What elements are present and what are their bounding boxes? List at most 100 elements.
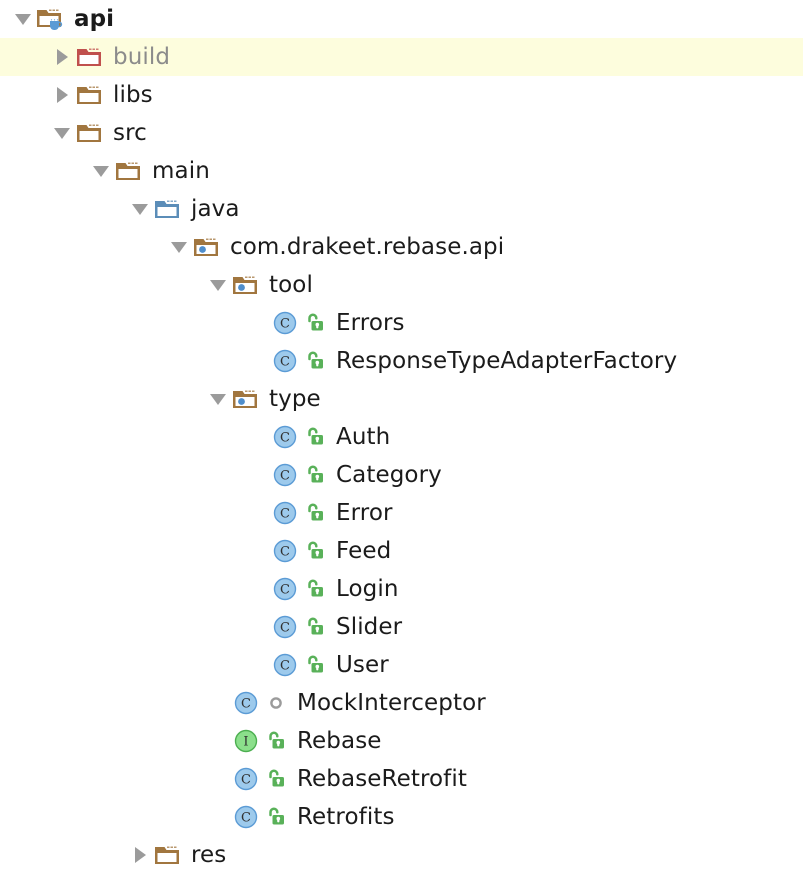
unlock-public-icon — [302, 310, 328, 336]
unlock-public-icon — [302, 500, 328, 526]
package-folder-icon — [231, 270, 261, 300]
folder-source-root-icon — [153, 194, 183, 224]
expand-triangle-icon[interactable] — [49, 38, 75, 76]
tree-row-label: Slider — [336, 613, 403, 640]
svg-text:C: C — [241, 811, 251, 826]
svg-text:C: C — [241, 773, 251, 788]
svg-text:C: C — [280, 317, 290, 332]
tree-row-rtaf[interactable]: C ResponseTypeAdapterFactory — [0, 342, 803, 380]
indent-spacer — [0, 665, 244, 666]
java-class-icon: C — [270, 422, 300, 452]
tree-row-label: api — [74, 5, 115, 32]
tree-row-label: com.drakeet.rebase.api — [230, 233, 505, 260]
unlock-public-icon — [302, 576, 328, 602]
expand-triangle-icon[interactable] — [127, 836, 153, 874]
tree-row-feed[interactable]: C Feed — [0, 532, 803, 570]
tree-row-api[interactable]: api — [0, 0, 803, 38]
collapse-triangle-icon[interactable] — [88, 152, 114, 190]
collapse-triangle-icon[interactable] — [205, 380, 231, 418]
indent-spacer — [0, 741, 205, 742]
tree-row-label: RebaseRetrofit — [297, 765, 467, 792]
collapse-triangle-icon[interactable] — [127, 190, 153, 228]
tree-row-label: libs — [113, 81, 153, 108]
indent-spacer — [0, 133, 49, 134]
twisty-placeholder — [205, 684, 231, 722]
indent-spacer — [0, 475, 244, 476]
package-private-icon — [263, 690, 289, 716]
tree-row-java[interactable]: java — [0, 190, 803, 228]
svg-text:C: C — [241, 697, 251, 712]
java-class-icon: C — [270, 650, 300, 680]
collapse-triangle-icon[interactable] — [205, 266, 231, 304]
tree-row-label: Feed — [336, 537, 392, 564]
tree-row-rebaseretro[interactable]: C RebaseRetrofit — [0, 760, 803, 798]
indent-spacer — [0, 399, 205, 400]
tree-row-res[interactable]: res — [0, 836, 803, 874]
unlock-public-icon — [263, 766, 289, 792]
unlock-public-icon — [302, 348, 328, 374]
svg-text:C: C — [280, 469, 290, 484]
folder-icon — [153, 840, 183, 870]
java-class-icon: C — [270, 346, 300, 376]
indent-spacer — [0, 855, 127, 856]
expand-triangle-icon[interactable] — [49, 76, 75, 114]
tree-row-label: res — [191, 841, 227, 868]
twisty-placeholder — [244, 418, 270, 456]
indent-spacer — [0, 171, 88, 172]
svg-text:C: C — [280, 507, 290, 522]
tree-row-label: java — [191, 195, 240, 222]
tree-row-main[interactable]: main — [0, 152, 803, 190]
tree-row-pkg-tool[interactable]: tool — [0, 266, 803, 304]
unlock-public-icon — [302, 652, 328, 678]
folder-icon — [75, 80, 105, 110]
tree-row-label: type — [269, 385, 321, 412]
unlock-public-icon — [263, 804, 289, 830]
tree-row-pkg-type[interactable]: type — [0, 380, 803, 418]
twisty-placeholder — [244, 342, 270, 380]
tree-row-label: Rebase — [297, 727, 382, 754]
unlock-public-icon — [302, 614, 328, 640]
java-class-icon: C — [270, 536, 300, 566]
indent-spacer — [0, 551, 244, 552]
twisty-placeholder — [244, 532, 270, 570]
twisty-placeholder — [244, 608, 270, 646]
collapse-triangle-icon[interactable] — [49, 114, 75, 152]
tree-row-label: tool — [269, 271, 313, 298]
java-class-icon: C — [231, 688, 261, 718]
unlock-public-icon — [263, 728, 289, 754]
tree-row-slider[interactable]: C Slider — [0, 608, 803, 646]
tree-row-error[interactable]: C Error — [0, 494, 803, 532]
collapse-triangle-icon[interactable] — [10, 0, 36, 38]
tree-row-libs[interactable]: libs — [0, 76, 803, 114]
tree-row-label: Error — [336, 499, 393, 526]
indent-spacer — [0, 703, 205, 704]
java-module-folder-icon — [36, 4, 66, 34]
tree-row-src[interactable]: src — [0, 114, 803, 152]
twisty-placeholder — [244, 304, 270, 342]
indent-spacer — [0, 627, 244, 628]
tree-row-build[interactable]: build — [0, 38, 803, 76]
java-class-icon: C — [270, 612, 300, 642]
svg-text:C: C — [280, 355, 290, 370]
tree-row-pkg-root[interactable]: com.drakeet.rebase.api — [0, 228, 803, 266]
svg-text:C: C — [280, 431, 290, 446]
java-class-icon: C — [270, 308, 300, 338]
tree-row-label: ResponseTypeAdapterFactory — [336, 347, 678, 374]
java-class-icon: C — [231, 802, 261, 832]
package-folder-icon — [192, 232, 222, 262]
twisty-placeholder — [244, 570, 270, 608]
indent-spacer — [0, 437, 244, 438]
java-class-icon: C — [231, 764, 261, 794]
indent-spacer — [0, 817, 205, 818]
collapse-triangle-icon[interactable] — [166, 228, 192, 266]
indent-spacer — [0, 589, 244, 590]
